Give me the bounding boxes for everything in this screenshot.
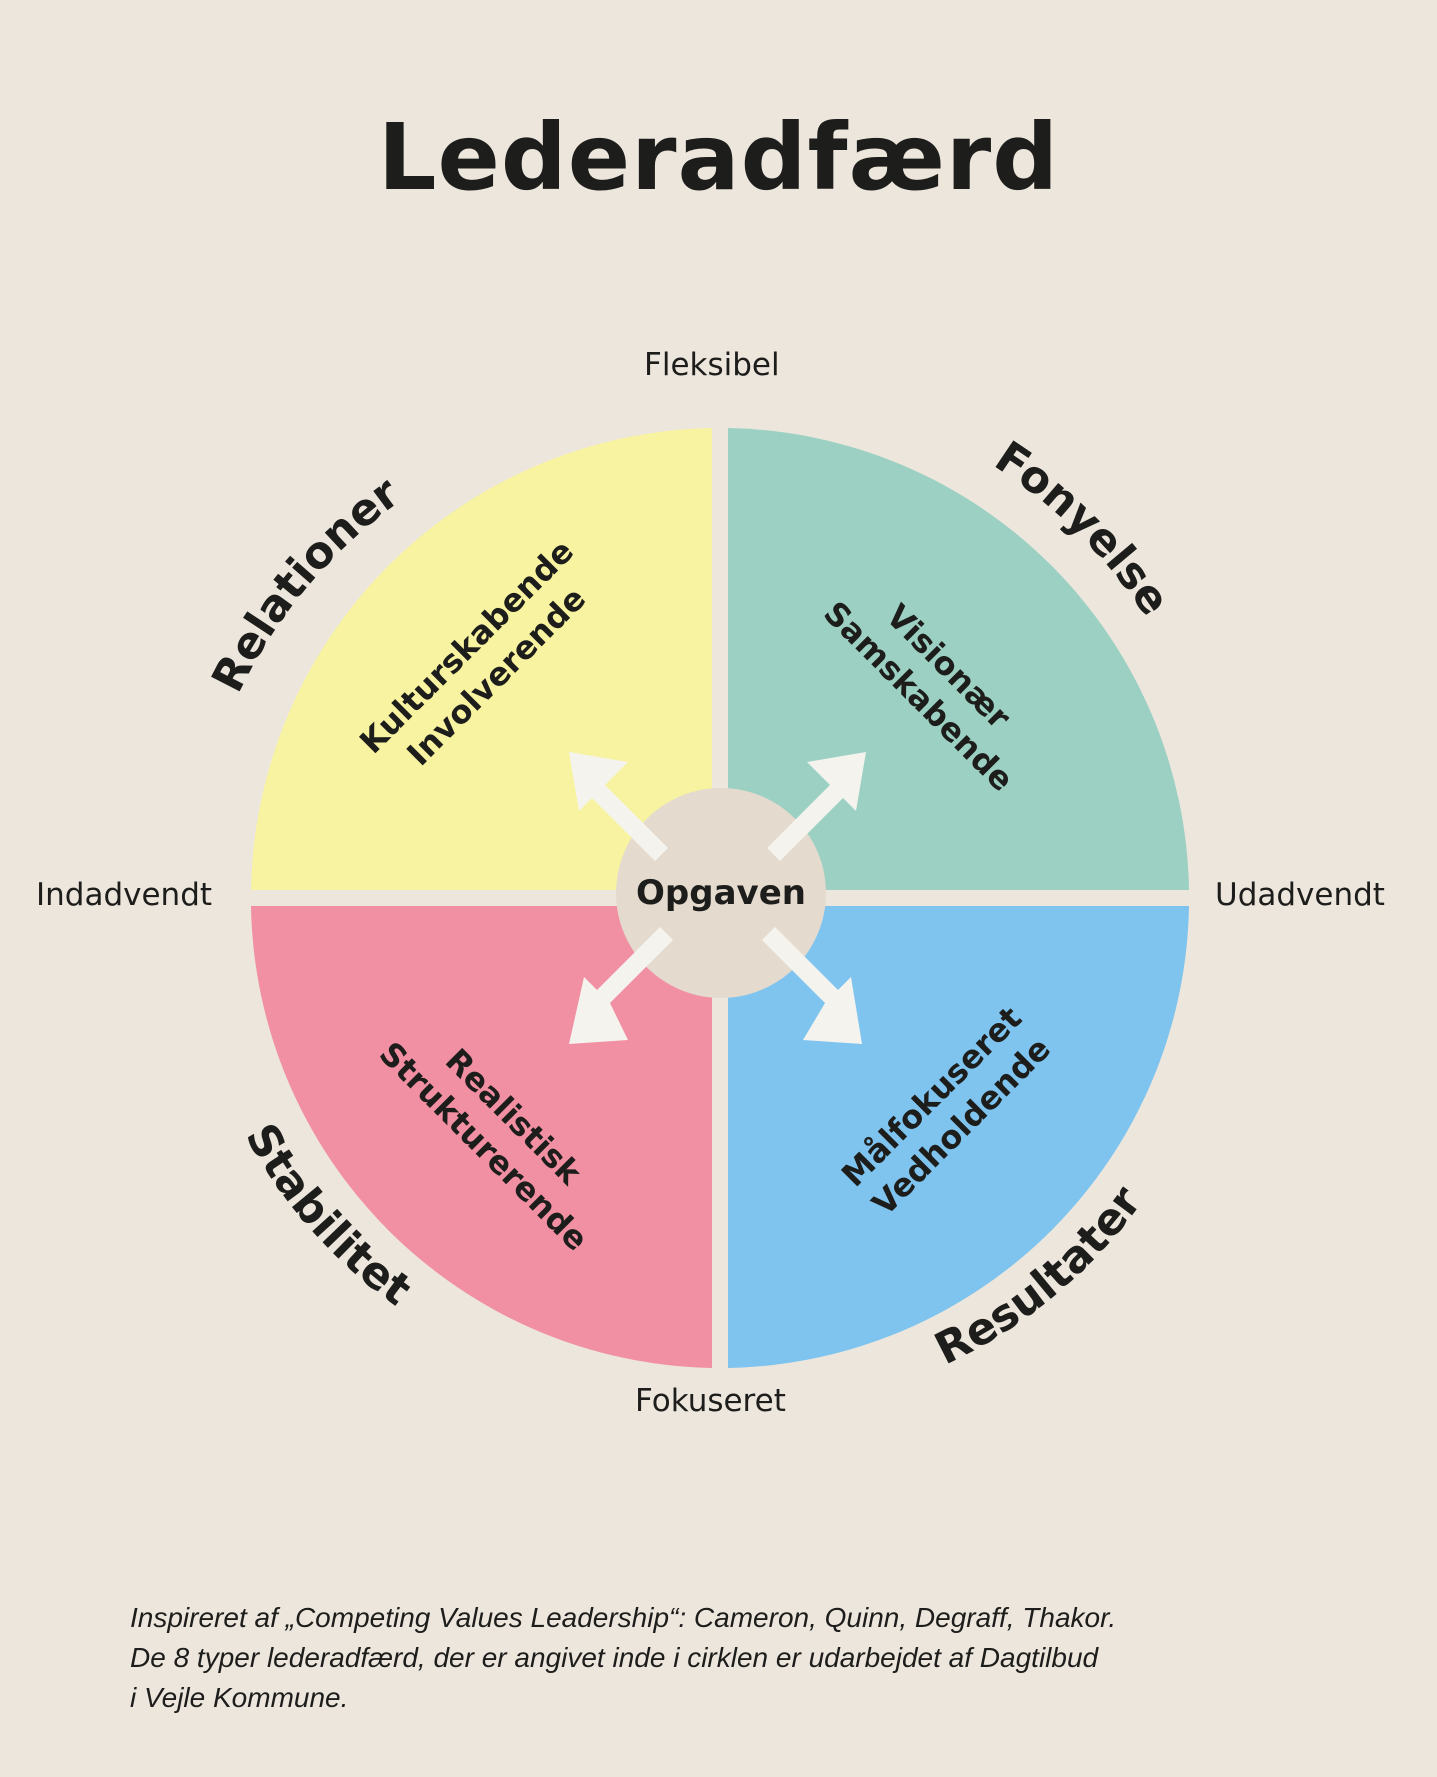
axis-label-top: Fleksibel xyxy=(644,347,780,383)
axis-label-left: Indadvendt xyxy=(36,877,213,913)
footnote-line: De 8 typer lederadfærd, der er angivet i… xyxy=(130,1642,1099,1673)
arrow-bottom-left-icon xyxy=(569,927,673,1044)
page-title: Lederadfærd xyxy=(377,104,1060,211)
footnote-line: i Vejle Kommune. xyxy=(130,1682,349,1713)
arrow-top-right-icon xyxy=(767,752,866,861)
footnote: Inspireret af „Competing Values Leadersh… xyxy=(130,1598,1330,1718)
footnote-line: Inspireret af „Competing Values Leadersh… xyxy=(130,1602,1117,1633)
arrow-top-left-icon xyxy=(569,752,668,861)
quadrant-top-left xyxy=(251,428,712,890)
axis-label-right: Udadvendt xyxy=(1215,877,1385,913)
arrow-bottom-right-icon xyxy=(762,927,862,1044)
axis-label-bottom: Fokuseret xyxy=(635,1383,786,1419)
center-label: Opgaven xyxy=(636,873,806,913)
